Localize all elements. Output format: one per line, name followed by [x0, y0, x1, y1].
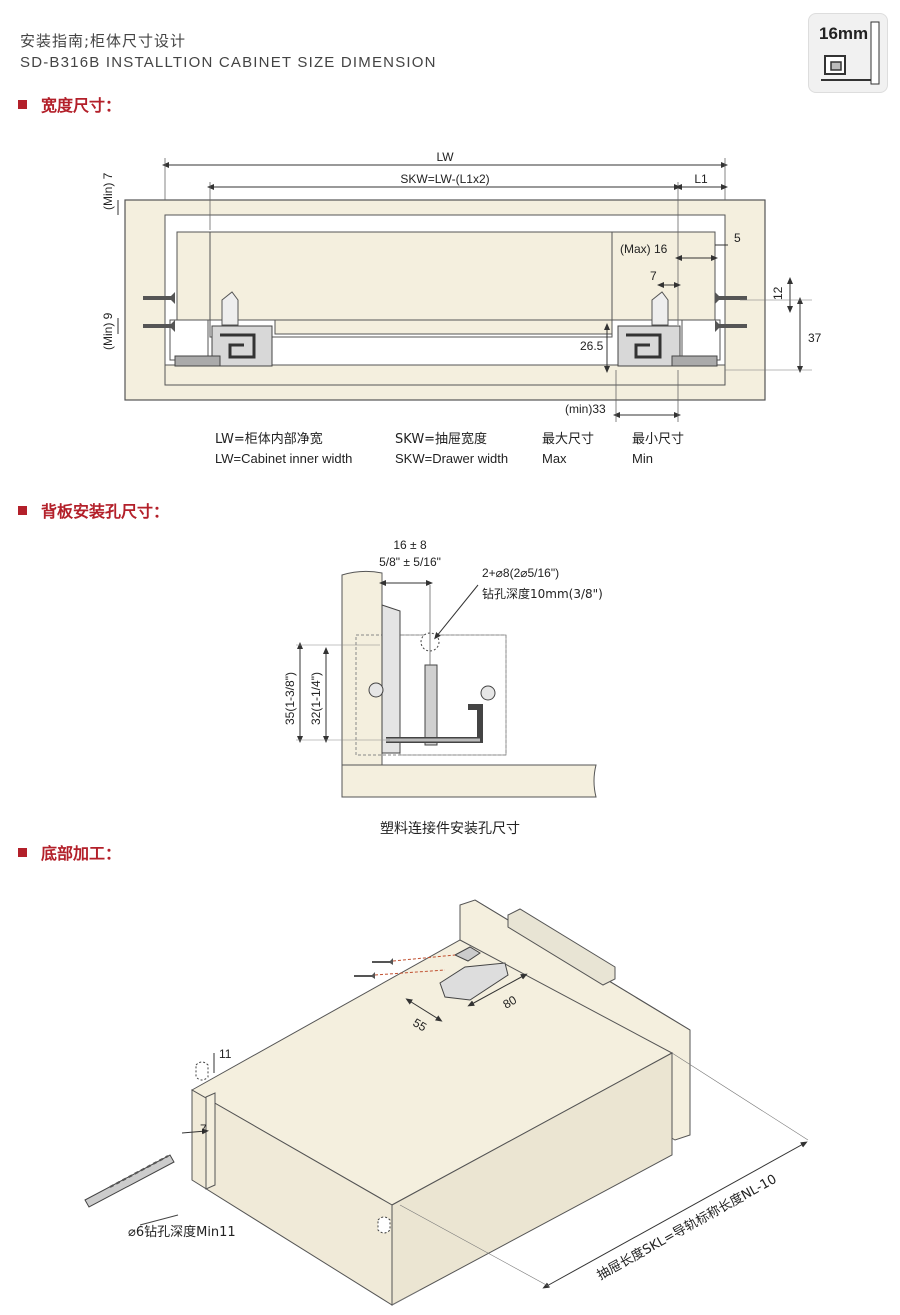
bottom-processing-diagram: 55 80 11 7 ⌀6钻孔深度Min11 抽屉长度SKL=导轨标称长度NL-…: [84, 899, 809, 1306]
dim-lw: LW: [436, 150, 454, 164]
section-bottom-heading: 底部加工：: [18, 840, 121, 864]
dim-7: 7: [650, 269, 657, 283]
cabinet-bottom: [164, 364, 726, 386]
dim-max16: (Max) 16: [620, 242, 668, 256]
screws-bottom: [354, 954, 456, 979]
dim-11: 11: [219, 1047, 232, 1061]
legend-skw-cn: SKW=抽屉宽度: [395, 431, 487, 447]
side-panel: [341, 570, 383, 766]
title-english: SD-B316B INSTALLTION CABINET SIZE DIMENS…: [20, 54, 437, 71]
rear-rail: [507, 908, 616, 986]
holes-label: 2+⌀8(2⌀5/16"): [482, 566, 559, 580]
dim-skw: SKW=LW-(L1x2): [400, 172, 489, 186]
dim-12: 12: [771, 286, 785, 300]
dim-37: 37: [808, 331, 822, 345]
dim-l1: L1: [694, 172, 708, 186]
width-diagram: LW SKW=LW-(L1x2) L1 (Min) 7 (Min) 9 (Max…: [101, 150, 822, 466]
depth-label: 钻孔深度10mm(3/8"): [482, 586, 603, 601]
drill-bit-icon: [84, 1154, 175, 1208]
length-label: 抽屉长度SKL=导轨标称长度NL-10: [594, 1171, 779, 1283]
dim-32: 32(1-1/4"): [309, 672, 323, 725]
section-back-heading: 背板安装孔尺寸：: [18, 498, 169, 522]
dim-5-8-inch: 5/8" ± 5/16": [379, 555, 441, 569]
dim-55: 55: [411, 1015, 430, 1034]
back-panel-diagram: 16 ± 8 5/8" ± 5/16" 2+⌀8(2⌀5/16") 钻孔深度10…: [283, 538, 603, 798]
dim-80: 80: [501, 993, 520, 1012]
thickness-badge-text: 16mm: [819, 24, 869, 43]
legend-skw-en: SKW=Drawer width: [395, 451, 508, 466]
legend-min-cn: 最小尺寸: [632, 432, 684, 447]
title-chinese: 安装指南;柜体尺寸设计: [20, 32, 187, 50]
drawer-front: [176, 231, 716, 321]
dim-min9: (Min) 9: [101, 312, 115, 350]
dowel-hole-icon: [195, 1061, 209, 1081]
drawer-bottom: [274, 319, 613, 335]
drill-label: ⌀6钻孔深度Min11: [128, 1224, 236, 1240]
dim-min33: (min)33: [565, 402, 606, 416]
legend-lw-cn: LW=柜体内部净宽: [215, 431, 323, 447]
dim-min7: (Min) 7: [101, 172, 115, 210]
thickness-badge: 16mm: [808, 13, 888, 93]
section-width-heading: 宽度尺寸：: [18, 92, 121, 116]
dim-26-5: 26.5: [580, 339, 604, 353]
right-rail-assembly: [617, 291, 721, 367]
legend-lw-en: LW=Cabinet inner width: [215, 451, 352, 466]
legend-min-en: Min: [632, 451, 653, 466]
dim-16-8: 16 ± 8: [393, 538, 427, 552]
screws-right: [715, 292, 747, 332]
legend-max-cn: 最大尺寸: [542, 432, 594, 447]
dim-35: 35(1-3/8"): [283, 672, 297, 725]
left-rail-assembly: [169, 291, 273, 367]
dim-7-bottom: 7: [200, 1122, 207, 1136]
plastic-connector-caption: 塑料连接件安装孔尺寸: [380, 821, 520, 837]
legend-max-en: Max: [542, 451, 567, 466]
rail-profile-icon: [821, 21, 880, 85]
screws-left: [143, 292, 175, 332]
dim-5: 5: [734, 231, 741, 245]
bottom-panel: [341, 764, 597, 798]
